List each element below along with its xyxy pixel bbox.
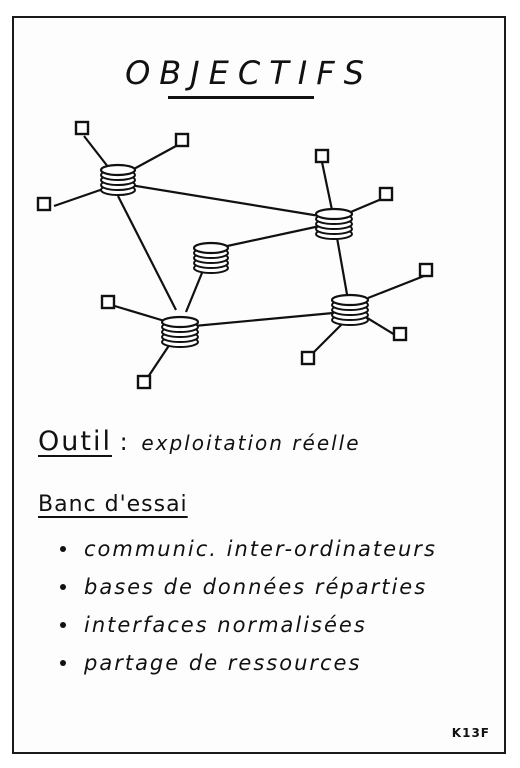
database-icon [192, 241, 230, 274]
link-t8-db5 [309, 321, 345, 357]
link-db4-db5 [193, 310, 345, 328]
outil-line: Outil : exploitation réelle [38, 426, 361, 457]
link-db1-db3 [123, 182, 333, 220]
bullet-icon [60, 546, 66, 552]
banc-essai-heading: Banc d'essai [38, 492, 188, 517]
list-item-text: partage de ressources [84, 651, 362, 675]
database-icon [99, 163, 137, 196]
link-db3-db5 [334, 231, 350, 301]
list-item-text: interfaces normalisées [84, 613, 367, 637]
list-item: interfaces normalisées [60, 606, 437, 644]
bullet-icon [60, 622, 66, 628]
banc-essai-list: communic. inter-ordinateurs bases de don… [60, 530, 437, 682]
link-t6-db5 [367, 274, 425, 300]
list-item: partage de ressources [60, 644, 437, 682]
terminal-icon [314, 148, 330, 164]
title-underline [168, 96, 314, 99]
link-db2-db4 [184, 267, 206, 313]
bullet-icon [60, 660, 66, 666]
terminal-icon [74, 120, 90, 136]
slide-title: OBJECTIFS [125, 54, 373, 92]
database-icon [314, 207, 354, 240]
list-item: communic. inter-ordinateurs [60, 530, 437, 568]
bullet-icon [60, 584, 66, 590]
slide-frame: OBJECTIFS [12, 16, 506, 754]
link-db1-db4 [117, 195, 177, 311]
link-t2-db1 [131, 145, 177, 171]
list-item-text: bases de données réparties [84, 575, 428, 599]
terminal-icon [378, 186, 394, 202]
outil-separator: : [119, 428, 128, 456]
outil-label: Outil [38, 426, 112, 457]
slide-code: K13F [451, 726, 490, 740]
link-t5-db3 [345, 196, 385, 216]
database-icon [160, 315, 200, 348]
terminal-icon [136, 374, 152, 390]
terminal-icon [300, 350, 316, 366]
database-icon [330, 293, 370, 326]
terminal-icon [100, 294, 116, 310]
list-item-text: communic. inter-ordinateurs [84, 537, 437, 561]
link-db2-db3 [217, 224, 321, 250]
link-t9-db4 [107, 302, 169, 324]
list-item: bases de données réparties [60, 568, 437, 606]
network-diagram [36, 120, 434, 390]
terminal-icon [174, 132, 190, 148]
link-t3-db1 [53, 186, 107, 208]
terminal-icon [418, 262, 434, 278]
outil-value: exploitation réelle [141, 431, 361, 455]
link-t4-db3 [320, 161, 334, 211]
terminal-icon [392, 326, 408, 342]
terminal-icon [36, 196, 52, 212]
